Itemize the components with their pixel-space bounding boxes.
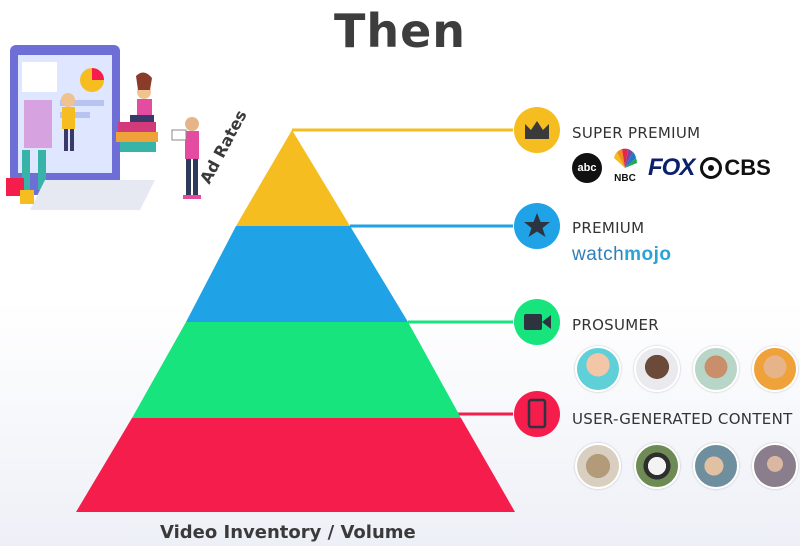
- tier-ugc: [76, 418, 515, 512]
- tier-premium: [186, 226, 408, 322]
- tier-label-ugc: USER-GENERATED CONTENT: [572, 410, 793, 428]
- person-standing: [185, 117, 199, 131]
- watchmojo-logo-part2: mojo: [624, 244, 672, 265]
- avatar: [693, 443, 739, 489]
- nbc-peacock-icon: [614, 148, 638, 168]
- page-title: Then: [333, 4, 467, 58]
- avatar: [752, 443, 798, 489]
- tier-label-premium: PREMIUM: [572, 219, 645, 237]
- avatar: [575, 346, 621, 392]
- nbc-logo: NBC: [608, 152, 642, 184]
- avatar: [634, 443, 680, 489]
- tier-prosumer: [132, 322, 461, 418]
- cbs-logo: CBS: [700, 155, 771, 181]
- prosumer-avatars: [575, 346, 798, 392]
- book-stack: [118, 122, 156, 132]
- cbs-eye-icon: [700, 157, 723, 179]
- avatar: [693, 346, 739, 392]
- office-illustration: [6, 45, 201, 210]
- ugc-avatars: [575, 443, 798, 489]
- keyboard: [30, 180, 155, 210]
- fox-logo: FOX: [648, 154, 695, 181]
- tier-label-super-premium: SUPER PREMIUM: [572, 124, 701, 142]
- network-logos: abc NBC FOX CBS: [572, 152, 771, 184]
- screen-card: [22, 62, 57, 92]
- smartphone-icon: [514, 391, 560, 437]
- tier-icons: [514, 107, 560, 437]
- cbs-logo-text: CBS: [724, 155, 771, 180]
- ladder: [22, 150, 30, 190]
- avatar: [634, 346, 680, 392]
- pyramid: [76, 130, 515, 512]
- avatar: [752, 346, 798, 392]
- tier-label-prosumer: PROSUMER: [572, 316, 660, 334]
- x-axis-label: Video Inventory / Volume: [160, 522, 416, 543]
- nbc-logo-text: NBC: [614, 173, 636, 184]
- person-on-ladder: [61, 93, 75, 107]
- abc-logo: abc: [572, 153, 602, 183]
- avatar: [575, 443, 621, 489]
- screen-bars: [24, 100, 52, 148]
- watchmojo-logo: watchmojo: [572, 244, 672, 266]
- watchmojo-logo-part1: watch: [572, 244, 625, 265]
- tier-super-premium: [236, 130, 350, 226]
- connector-lines: [292, 128, 513, 416]
